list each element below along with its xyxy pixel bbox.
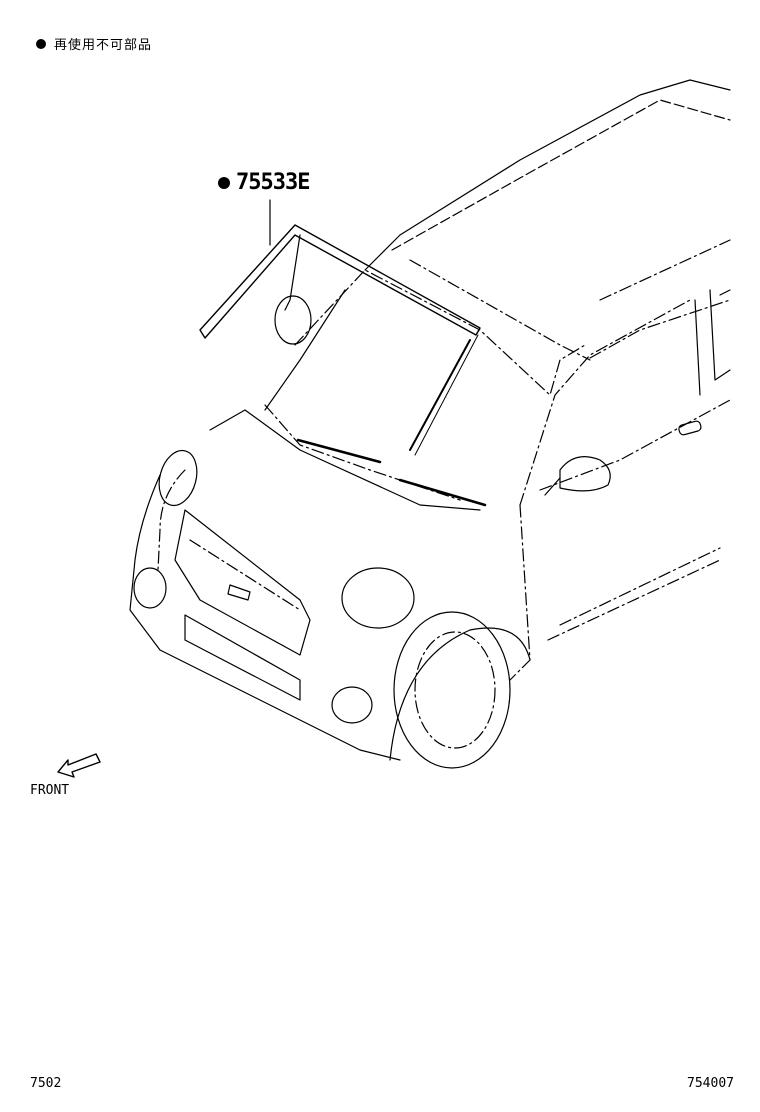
front-bumper [129,474,401,761]
non-reusable-bullet-icon [218,176,230,189]
door-handle [678,420,702,436]
front-label: FRONT [30,783,70,798]
roof-inner [391,99,731,251]
windshield-glass [264,289,346,411]
hood-line [244,409,481,511]
fog-light-left [133,567,167,609]
license-plate [184,614,301,701]
front-wheel [393,611,511,769]
wiper-left [296,438,382,464]
headlight-left [158,449,198,507]
side-mirror [559,456,611,492]
windshield-moulding [199,224,481,339]
page-code-left: 7502 [30,1076,62,1091]
headlight-right [341,567,415,629]
part-number: 75533E [236,170,310,195]
windshield-frame [294,269,586,396]
roof-outline [364,79,731,271]
wiper-right [398,478,487,507]
legend: 再使用不可部品 [36,34,152,53]
front-arrow-icon [57,753,101,778]
part-callout: 75533E [218,170,310,195]
legend-text: 再使用不可部品 [54,38,153,53]
non-reusable-bullet-icon [36,38,46,49]
page-code-right: 754007 [687,1076,734,1091]
fog-light-right [331,686,373,724]
grille [174,509,311,656]
